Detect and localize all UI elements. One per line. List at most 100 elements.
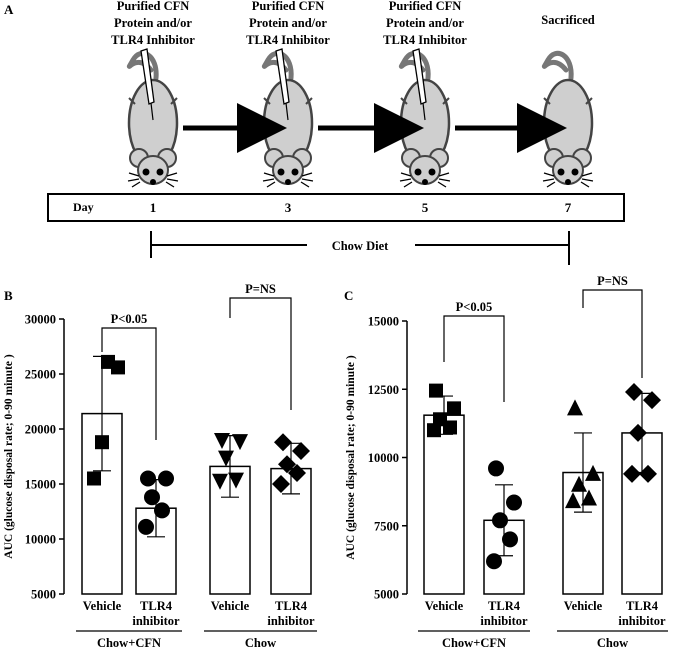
category-label: Vehicle — [211, 599, 250, 613]
syringe-barrel — [140, 48, 155, 105]
chart-c: AUC (glucose disposal rate; 0-90 minute … — [345, 274, 668, 649]
category-label: TLR4 — [488, 599, 521, 613]
day-number: 7 — [565, 200, 572, 215]
mouse-icon — [261, 50, 314, 188]
chart-b: AUC (glucose disposal rate; 0-90 minute … — [3, 282, 317, 649]
mouse-whiskers — [127, 172, 179, 188]
mouse-eye — [557, 168, 565, 176]
mouse-eye — [142, 168, 150, 176]
mouse-eye — [156, 168, 164, 176]
syringe-icon — [140, 48, 155, 121]
step-caption-line: Protein and/or — [249, 16, 327, 30]
significance-bracket — [582, 289, 643, 378]
category-label: TLR4 — [275, 599, 308, 613]
data-point — [288, 464, 306, 482]
data-point — [585, 464, 601, 481]
data-point — [571, 475, 587, 492]
y-axis-label: AUC (glucose disposal rate; 0-90 minute … — [345, 355, 357, 560]
significance-bracket — [443, 315, 505, 402]
data-point — [567, 399, 583, 416]
data-point — [502, 531, 518, 548]
data-point — [278, 455, 296, 474]
data-point — [232, 434, 248, 451]
data-point — [87, 471, 101, 486]
data-point — [144, 489, 160, 506]
category-label: TLR4 — [140, 599, 173, 613]
data-point — [214, 433, 230, 449]
mouse-icon — [398, 50, 451, 188]
mouse-eye — [277, 168, 285, 176]
diet-label: Chow Diet — [332, 239, 389, 253]
y-tick-label: 25000 — [25, 368, 56, 382]
data-point — [492, 512, 508, 529]
step-caption-line: TLR4 Inhibitor — [111, 33, 195, 47]
step-caption-line: Purified CFN — [252, 0, 325, 13]
day-number: 1 — [150, 200, 157, 215]
mouse-tail — [541, 50, 574, 81]
group-label: Chow+CFN — [442, 636, 506, 649]
panel-c-label: C — [344, 288, 353, 303]
data-point — [488, 460, 504, 477]
bar — [562, 471, 604, 595]
data-point — [625, 382, 643, 401]
panel-b-label: B — [4, 288, 13, 303]
data-point — [623, 464, 641, 483]
category-label: inhibitor — [618, 614, 666, 628]
data-point — [629, 423, 647, 442]
data-point — [138, 518, 154, 535]
data-point — [443, 420, 457, 435]
significance-label: P=NS — [245, 282, 276, 296]
y-tick-label: 12500 — [368, 383, 399, 397]
group-label: Chow — [245, 636, 276, 649]
data-point — [95, 435, 109, 450]
mouse-icon — [126, 50, 179, 188]
group-label: Chow+CFN — [97, 636, 161, 649]
data-point — [429, 383, 443, 398]
step-caption-line: Protein and/or — [114, 16, 192, 30]
step-caption-line: Purified CFN — [117, 0, 190, 13]
mouse-paws — [128, 97, 178, 105]
y-tick-label: 7500 — [374, 519, 399, 533]
bar — [423, 414, 465, 595]
data-point — [218, 450, 234, 467]
data-point — [272, 475, 290, 493]
mouse-eye — [291, 168, 299, 176]
data-point — [274, 433, 292, 452]
data-point — [643, 391, 661, 410]
y-tick-label: 15000 — [368, 315, 399, 329]
mouse-tail — [398, 50, 431, 81]
mouse-nose — [150, 179, 156, 185]
mouse-tail — [261, 50, 294, 81]
data-point — [228, 472, 244, 489]
category-label: Vehicle — [83, 599, 122, 613]
mouse-eye — [414, 168, 422, 176]
significance-label: P=NS — [597, 274, 628, 288]
mouse-tail — [126, 50, 159, 81]
data-point — [565, 492, 581, 509]
significance-bracket — [101, 327, 157, 440]
y-tick-label: 10000 — [25, 533, 56, 547]
y-tick-label: 20000 — [25, 423, 56, 437]
step-caption-line: TLR4 Inhibitor — [383, 33, 467, 47]
significance-bracket — [229, 297, 292, 410]
data-point — [212, 473, 228, 490]
mouse-nose — [285, 179, 291, 185]
data-point — [140, 470, 156, 487]
step-caption-line: Protein and/or — [386, 16, 464, 30]
day-box — [47, 193, 625, 222]
y-axis-label: AUC (glucose disposal rate; 0-90 minute … — [3, 354, 15, 559]
data-point — [581, 489, 597, 506]
step-caption-line: TLR4 Inhibitor — [246, 33, 330, 47]
data-point — [486, 553, 502, 570]
category-label: Vehicle — [564, 599, 603, 613]
mouse-whiskers — [542, 172, 594, 188]
category-label: TLR4 — [626, 599, 659, 613]
data-point — [506, 494, 522, 511]
y-tick-label: 5000 — [374, 588, 399, 602]
category-label: Vehicle — [425, 599, 464, 613]
y-tick-label: 5000 — [31, 588, 56, 602]
mouse-eye — [571, 168, 579, 176]
step-caption-line: Purified CFN — [389, 0, 462, 13]
data-point — [447, 401, 461, 416]
